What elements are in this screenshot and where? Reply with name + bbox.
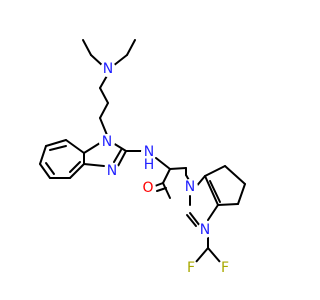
f-1-label: F: [187, 260, 195, 276]
atom-label-nh-amide: N H: [141, 144, 157, 173]
h-amide-label: H: [144, 157, 155, 173]
nh-amide-label: N: [144, 144, 154, 160]
n-benzimidazole-1-label: N: [102, 134, 112, 150]
atom-label-n-benzimidazole-1: N: [99, 134, 115, 150]
molecule-structure: N N N N H O N N F F: [39, 39, 246, 276]
atom-label-f-1: F: [183, 260, 199, 276]
atom-label-n-pyrazole-1: N: [182, 179, 198, 195]
ethylene-linker: [99, 87, 109, 136]
atom-label-o-carbonyl: O: [140, 180, 156, 196]
n-pyrazole-1-label: N: [185, 179, 195, 195]
n-pyrazole-2-label: N: [200, 222, 210, 238]
cyclopentapyrazole-ring: [185, 165, 246, 227]
atom-label-n-benzimidazole-3: N: [104, 163, 120, 179]
atom-label-f-2: F: [217, 260, 233, 276]
f-2-label: F: [221, 260, 229, 276]
atom-label-n-pyrazole-2: N: [197, 222, 213, 238]
atom-label-n-diethylamine: N: [100, 61, 116, 77]
n-diethylamine-label: N: [103, 61, 113, 77]
amide-linkage: [125, 150, 187, 199]
benzimidazole-ring: [39, 139, 127, 179]
n-benzimidazole-3-label: N: [107, 163, 117, 179]
o-carbonyl-label: O: [142, 180, 153, 196]
